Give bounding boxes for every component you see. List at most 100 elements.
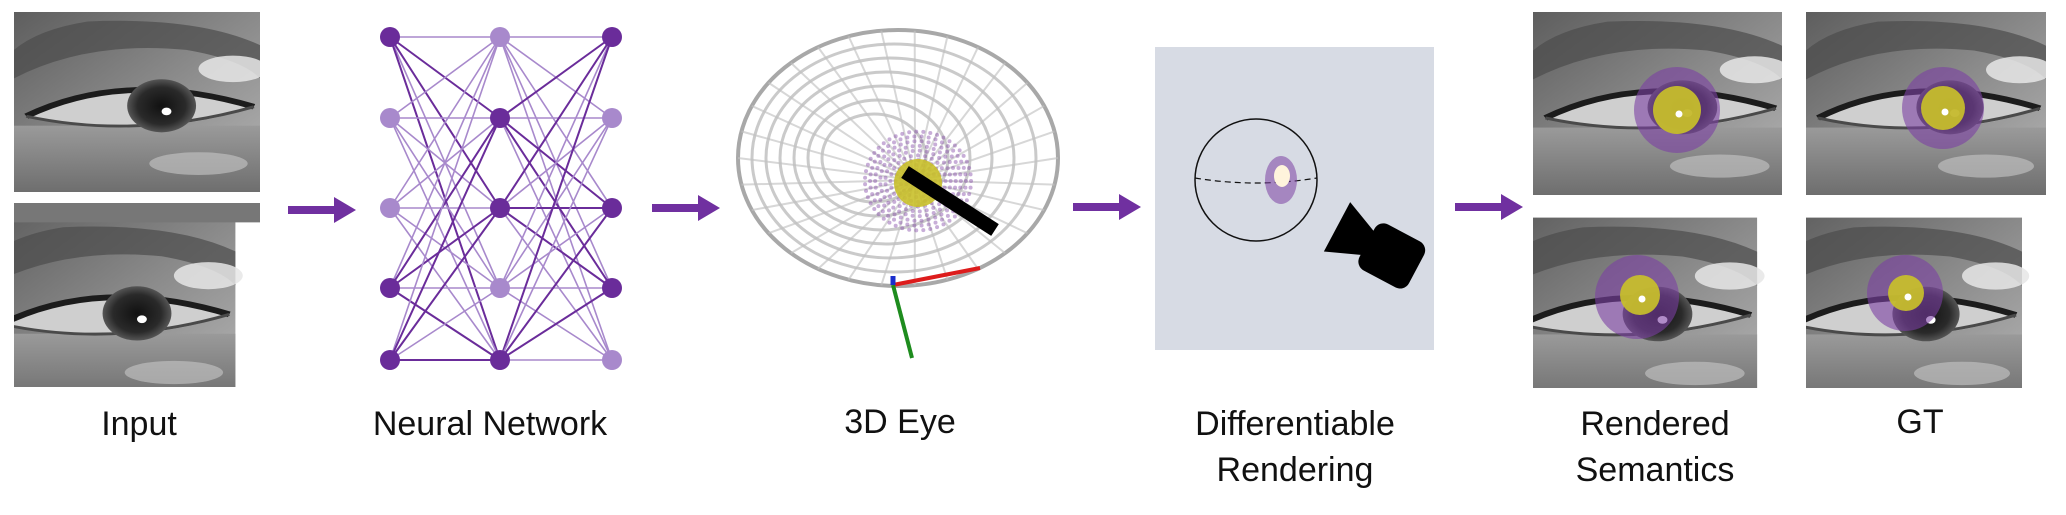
iris-point (920, 139, 924, 143)
pupil-overlay (1653, 86, 1701, 134)
network-node (490, 108, 510, 128)
network-node (490, 278, 510, 298)
iris-point (866, 195, 870, 199)
iris-point (934, 221, 938, 225)
iris-point (907, 130, 911, 134)
iris-point (882, 141, 886, 145)
iris-point (872, 151, 876, 155)
iris-point (899, 216, 903, 220)
iris-point (904, 151, 908, 155)
iris-point (878, 198, 882, 202)
iris-point (911, 214, 915, 218)
iris-point (956, 154, 960, 158)
iris-point (891, 206, 895, 210)
iris-point (894, 224, 898, 228)
iris-point (934, 137, 938, 141)
label-input: Input (54, 404, 224, 444)
iris-point (888, 195, 892, 199)
iris-point (899, 142, 903, 146)
iris-point (946, 214, 950, 218)
iris-point (893, 146, 897, 150)
glint (1905, 294, 1912, 301)
eye-3d-model (738, 30, 1058, 358)
network-node (490, 198, 510, 218)
iris-point (927, 223, 931, 227)
iris-point (869, 157, 873, 161)
axis-y-line (893, 285, 912, 358)
iris-point (951, 166, 955, 170)
iris-point (962, 154, 966, 158)
iris-point (904, 207, 908, 211)
iris-point (916, 153, 920, 157)
iris-point (905, 218, 909, 222)
iris-point (948, 160, 952, 164)
iris-point (888, 179, 892, 183)
iris-point (911, 209, 915, 213)
iris-point (925, 213, 929, 217)
iris-point (949, 179, 953, 183)
iris-point (928, 227, 932, 231)
iris-point (940, 218, 944, 222)
label-rendering: Rendering (1160, 450, 1430, 490)
iris-point (902, 157, 906, 161)
iris-point (881, 209, 885, 213)
iris-point (873, 198, 877, 202)
iris-point (927, 140, 931, 144)
iris-point (927, 135, 931, 139)
iris-point (873, 160, 877, 164)
iris-point (873, 179, 877, 183)
iris-point (904, 146, 908, 150)
pupil-overlay (1620, 275, 1660, 315)
iris-point (889, 186, 893, 190)
iris-point (928, 131, 932, 135)
iris-point (918, 209, 922, 213)
iris-point (864, 169, 868, 173)
iris-point (933, 142, 937, 146)
iris-point (912, 139, 916, 143)
iris-point (946, 144, 950, 148)
iris-point (953, 186, 957, 190)
label-rendered: Rendered (1520, 404, 1790, 444)
iris-point (872, 207, 876, 211)
eyeball-wireframe (738, 30, 1058, 286)
network-node (380, 27, 400, 47)
iris-point (953, 215, 957, 219)
iris-point (888, 163, 892, 167)
gt-image-top (1806, 12, 2053, 195)
iris-point (967, 166, 971, 170)
iris-point (876, 154, 880, 158)
iris-point (933, 216, 937, 220)
iris-point (887, 137, 891, 141)
iris-point (963, 186, 967, 190)
iris-point (918, 144, 922, 148)
iris-point (943, 172, 947, 176)
iris-point (948, 172, 952, 176)
iris-point (911, 149, 915, 153)
label-3d-eye: 3D Eye (800, 402, 1000, 442)
iris-point (884, 182, 888, 186)
iris-point (944, 179, 948, 183)
iris-point (914, 130, 918, 134)
iris-point (959, 179, 963, 183)
iris-point (870, 166, 874, 170)
iris-point (940, 140, 944, 144)
iris-point (962, 166, 966, 170)
iris-point (943, 155, 947, 159)
network-node (602, 278, 622, 298)
network-node (490, 350, 510, 370)
iris-point (886, 157, 890, 161)
pupil-overlay (1888, 275, 1924, 311)
iris-point (920, 134, 924, 138)
iris-point (875, 192, 879, 196)
iris-point (880, 189, 884, 193)
iris-point (874, 172, 878, 176)
network-node (490, 27, 510, 47)
iris-point (891, 152, 895, 156)
iris-point (882, 195, 886, 199)
iris-point (905, 135, 909, 139)
network-node (380, 108, 400, 128)
iris-point (904, 212, 908, 216)
iris-point (877, 212, 881, 216)
render-panel (1155, 47, 1434, 350)
